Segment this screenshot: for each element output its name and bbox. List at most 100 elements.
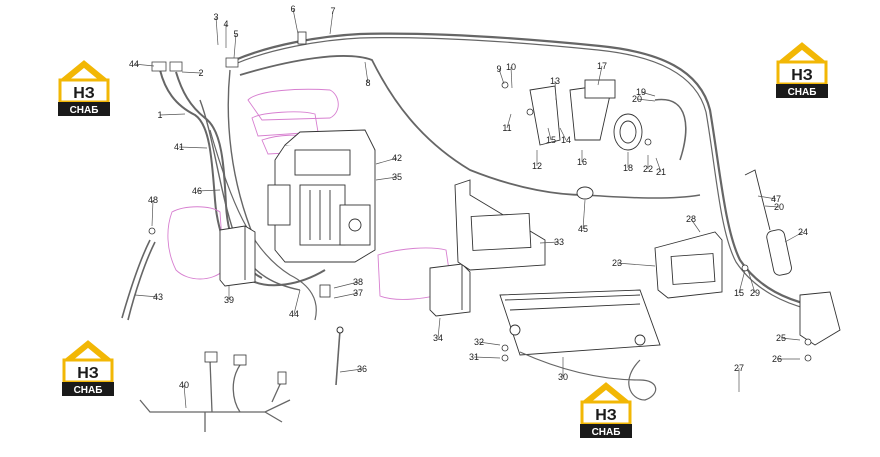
callout-label: 43 [153, 292, 163, 302]
callout-label: 27 [734, 363, 744, 373]
callout-label: 28 [686, 214, 696, 224]
callout-leader [636, 98, 656, 102]
callout-leader [329, 10, 334, 35]
callout-leader [196, 189, 221, 192]
callout-leader [582, 199, 586, 230]
callout-label: 11 [502, 123, 511, 133]
callout-leader [339, 368, 363, 373]
bracket-plate-33 [454, 179, 546, 271]
callout-leader [159, 113, 186, 116]
callout-label: 33 [554, 237, 564, 247]
callout-leader [559, 127, 567, 141]
callout-leader [181, 71, 202, 74]
callout-leaders [133, 8, 804, 409]
callout-leader [478, 341, 501, 346]
callout-leader [134, 294, 159, 298]
small-parts [148, 31, 812, 362]
nz-snab-logo: НЗ СНАБ [62, 340, 114, 396]
callout-label: 10 [506, 62, 516, 72]
nz-snab-logo: НЗ СНАБ [776, 42, 828, 98]
callout-leader [333, 281, 359, 289]
blower-box-34 [429, 263, 471, 317]
callout-label: 9 [496, 64, 501, 74]
callout-label: 36 [357, 364, 367, 374]
callout-leader [293, 289, 301, 315]
callout-label: 16 [577, 157, 587, 167]
plate-28 [654, 231, 723, 299]
wiring-harness-40 [139, 351, 291, 432]
callout-leader [498, 68, 505, 85]
callout-leader [151, 199, 154, 227]
callout-label: 30 [558, 372, 568, 382]
logo-mark: НЗ [73, 85, 95, 102]
callout-label: 31 [469, 352, 479, 362]
callout-leader [510, 66, 513, 89]
callout-leader [364, 61, 369, 84]
callout-leader [178, 146, 208, 149]
blower-box-39 [219, 225, 256, 287]
callout-leader [333, 292, 359, 299]
callout-label: 18 [623, 163, 633, 173]
callout-label: 24 [798, 227, 808, 237]
callout-label: 44 [289, 309, 299, 319]
rod-36 [335, 326, 344, 386]
callout-leader [597, 65, 603, 86]
callout-leader [375, 157, 398, 165]
callout-label: 14 [561, 135, 571, 145]
callout-label: 17 [597, 61, 607, 71]
callout-leader [616, 262, 656, 267]
callout-label: 3 [213, 12, 218, 22]
compressor-18 [529, 79, 643, 151]
callout-label: 23 [612, 258, 622, 268]
callout-leader [780, 337, 801, 341]
callout-leader [640, 91, 656, 97]
callout-label: 2 [198, 68, 203, 78]
callout-label: 38 [353, 277, 363, 287]
ac-hose-loop [234, 32, 811, 310]
callout-label: 34 [433, 333, 443, 343]
logo-word: СНАБ [74, 385, 103, 396]
callout-leader [784, 231, 804, 243]
logo-word: СНАБ [788, 87, 817, 98]
callout-label: 42 [392, 153, 402, 163]
logo-word: СНАБ [592, 427, 621, 438]
callout-leader [506, 113, 512, 129]
callout-leader [655, 157, 662, 173]
grommet-45 [576, 186, 594, 200]
mount-25 [799, 291, 841, 346]
callout-label: 41 [174, 142, 184, 152]
logo-mark: НЗ [595, 407, 617, 424]
hose-bundle-left [151, 57, 326, 321]
callout-label: 19 [636, 87, 646, 97]
callout-label: 35 [392, 172, 402, 182]
callout-leader [554, 80, 557, 101]
drier-24 [744, 169, 792, 276]
callout-label: 40 [179, 380, 189, 390]
callout-label: 13 [550, 76, 560, 86]
callout-leader [547, 127, 552, 141]
callout-leader [437, 317, 441, 339]
callout-label: 4 [223, 19, 228, 29]
hvac-unit [267, 129, 376, 263]
logo-mark: НЗ [791, 67, 813, 84]
callout-leader [133, 63, 155, 67]
callout-label: 22 [643, 164, 653, 174]
callout-label: 15 [734, 288, 744, 298]
logo-mark: НЗ [77, 365, 99, 382]
callout-label: 8 [365, 78, 370, 88]
callout-leader [764, 205, 780, 208]
callout-leader [690, 218, 701, 233]
callout-label: 48 [148, 195, 158, 205]
callout-label: 47 [771, 194, 781, 204]
callout-label: 7 [330, 6, 335, 16]
callout-leader [539, 241, 560, 244]
callout-label: 39 [224, 295, 234, 305]
callout-leader [233, 33, 237, 59]
callout-label: 29 [750, 288, 760, 298]
condenser-30 [499, 289, 661, 401]
